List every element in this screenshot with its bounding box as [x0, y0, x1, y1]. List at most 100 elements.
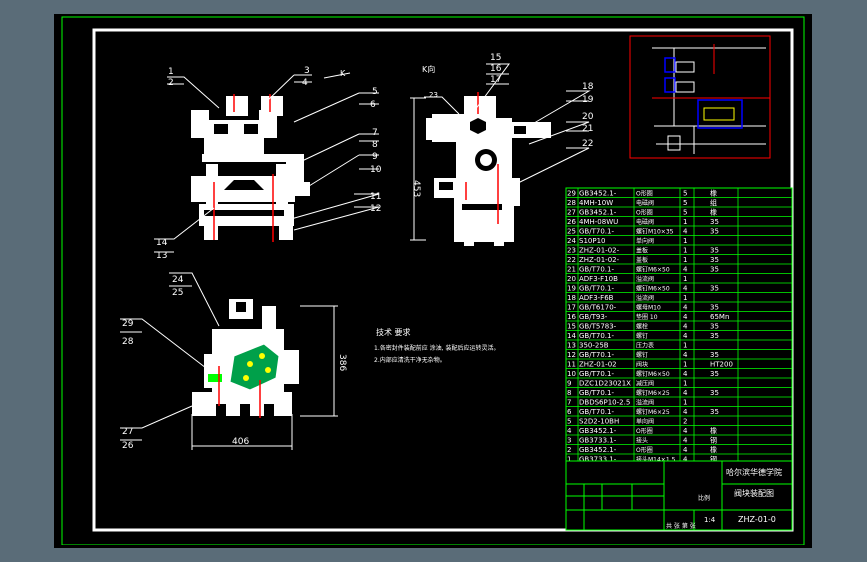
bom-code: GB/T70.1-: [579, 351, 614, 359]
front-plate: [202, 154, 290, 162]
bom-no: 24: [567, 237, 576, 245]
bom-qty: 2: [683, 418, 687, 426]
bom-no: 9: [567, 380, 571, 388]
bottom-centerlines: [218, 366, 261, 418]
hatched-section: [229, 343, 280, 391]
balloon-17: 17: [490, 75, 501, 85]
bom-qty: 5: [683, 199, 687, 207]
side-left-port: [426, 118, 436, 140]
bom-name: 接头: [636, 437, 648, 445]
bom-material: 35: [710, 285, 719, 293]
bom-qty: 1: [683, 237, 687, 245]
front-top-block-2: [261, 96, 283, 116]
bom-material: 35: [710, 228, 719, 236]
bom-material: 35: [710, 332, 719, 340]
bom-no: 2: [567, 446, 571, 454]
balloon-23: 23: [429, 91, 438, 99]
bottom-top-block-2: [262, 306, 276, 332]
bom-qty: 1: [683, 380, 687, 388]
balloon-1: 1: [168, 67, 174, 77]
bom-code: GB3452.1-: [579, 427, 617, 435]
balloon-7: 7: [372, 128, 378, 138]
bottom-slot-2: [240, 404, 250, 416]
bom-no: 20: [567, 275, 576, 283]
bom-no: 12: [567, 351, 576, 359]
balloon-15: 15: [490, 53, 501, 63]
balloon-13: 13: [156, 251, 167, 261]
nut-hex: [470, 118, 486, 134]
bom-name: 减压阀: [636, 380, 654, 388]
bottom-balloons: 24 25 29 28 27 26 406 386: [122, 275, 347, 451]
bom-name: 接头M14×1.5: [636, 456, 676, 464]
bom-code: ADF3-F10B: [579, 275, 618, 283]
drawing-number: ZHZ-01-0: [738, 515, 776, 524]
bom-material: 橡: [710, 426, 717, 435]
bom-no: 26: [567, 218, 576, 226]
balloon-4: 4: [302, 78, 308, 88]
title-block: 哈尔滨华德学院 阀块装配图 比例 1:4 ZHZ-01-0 共 张 第 张: [565, 460, 793, 531]
dim-386: 386: [337, 354, 347, 371]
bom-no: 23: [567, 247, 576, 255]
cad-viewport[interactable]: 1 2 3 4 5 6 7 8 9 10 11 12 14 13 K: [54, 14, 812, 548]
balloon-11: 11: [370, 192, 381, 202]
bom-name: 螺钉: [636, 332, 648, 340]
balloon-9: 9: [372, 152, 378, 162]
bom-material: 组: [710, 198, 717, 207]
bom-material: 钢: [710, 455, 717, 464]
front-port-left: [191, 110, 209, 138]
bom-no: 19: [567, 285, 576, 293]
front-top-block-1: [226, 96, 248, 116]
bottom-right-port: [279, 350, 299, 384]
bom-code: GB/T93-: [579, 313, 608, 321]
bom-qty: 5: [683, 190, 687, 198]
side-hole-2: [439, 182, 453, 190]
balloon-19: 19: [582, 95, 594, 105]
balloon-2: 2: [168, 78, 174, 88]
bom-no: 1: [567, 456, 571, 464]
green-seal: [208, 374, 222, 382]
bom-no: 28: [567, 199, 576, 207]
bom-name: 电磁阀: [636, 199, 654, 207]
bom-name: 螺钉M6×50: [636, 285, 670, 293]
bom-name: O形圈: [636, 190, 653, 198]
side-hole-1: [514, 126, 526, 134]
cavity-2: [224, 180, 264, 190]
section-label-k: K: [340, 69, 346, 78]
front-port-side: [294, 182, 310, 196]
bom-qty: 1: [683, 361, 687, 369]
bom-name: 溢流阀: [636, 275, 654, 283]
bom-name: 压力表: [636, 342, 654, 350]
bom-name: 溢流阀: [636, 399, 654, 407]
school-name: 哈尔滨华德学院: [726, 467, 782, 477]
balloon-27: 27: [122, 427, 133, 437]
bom-name: 盖板: [636, 256, 648, 264]
bom-qty: 4: [683, 313, 688, 321]
bom-material: 35: [710, 389, 719, 397]
bom-code: ZHZ-01-02-: [579, 256, 620, 264]
front-centerlines: [213, 94, 274, 242]
front-view-details: [204, 124, 284, 216]
bom-qty: 4: [683, 332, 688, 340]
bom-qty: 4: [683, 389, 688, 397]
bom-code: GB/T70.1-: [579, 408, 614, 416]
bom-code: 350-25B: [579, 342, 609, 350]
bom-name: O形圈: [636, 209, 653, 217]
bom-code: ADF3-F6B: [579, 294, 614, 302]
bom-no: 13: [567, 342, 576, 350]
bom-no: 22: [567, 256, 576, 264]
bom-name: 螺钉: [636, 351, 648, 359]
front-port-right: [259, 110, 277, 138]
bom-no: 21: [567, 266, 576, 274]
bom-code: S10P10: [579, 237, 605, 245]
bom-code: ZHZ-01-02: [579, 361, 617, 369]
bom-name: 阀块: [636, 361, 648, 369]
bom-qty: 4: [683, 446, 688, 454]
bom-no: 16: [567, 313, 576, 321]
bom-qty: 4: [683, 351, 688, 359]
bom-material: 35: [710, 247, 719, 255]
balloon-16: 16: [490, 64, 502, 74]
bom-no: 7: [567, 399, 571, 407]
balloon-10: 10: [370, 165, 382, 175]
bom-code: GB3733.1-: [579, 437, 617, 445]
